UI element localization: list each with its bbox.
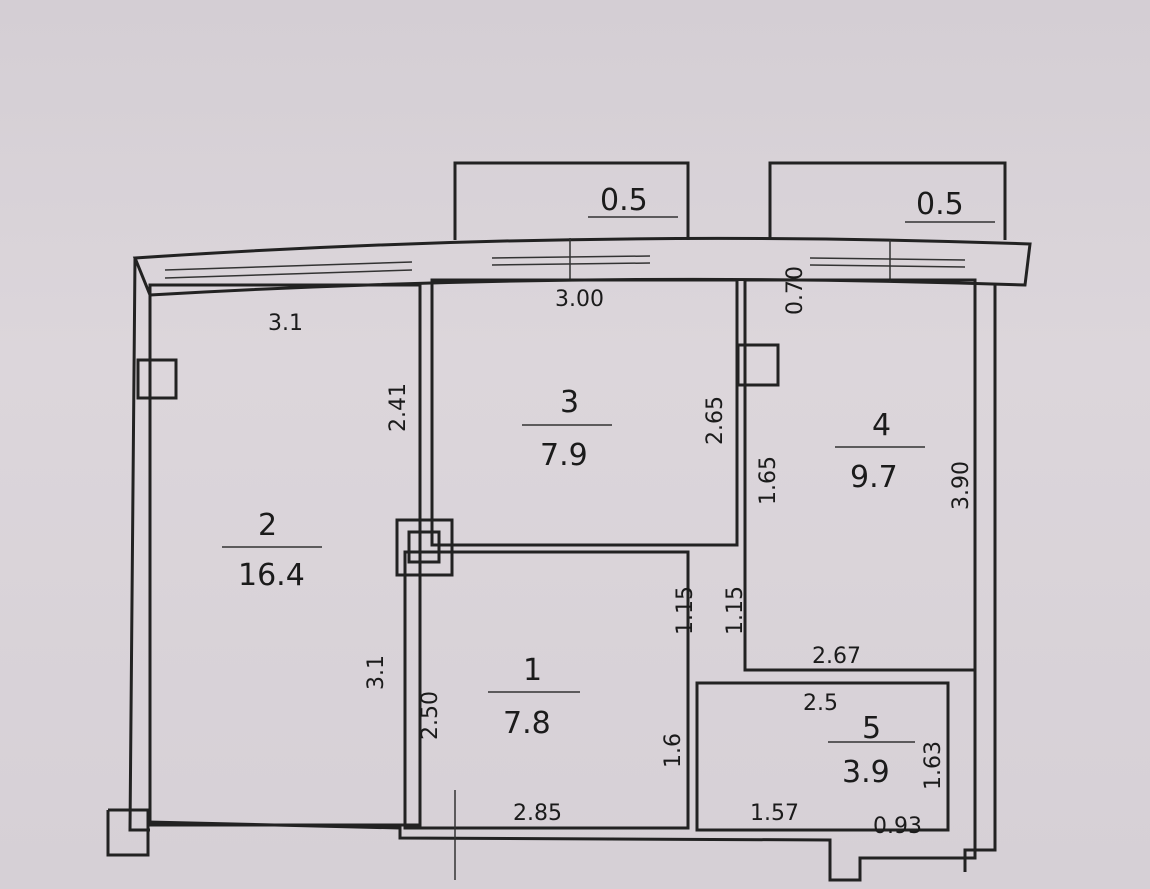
dimension-label: 2.65 — [703, 396, 728, 445]
dimension-label: 1.65 — [756, 456, 781, 505]
room-area: 7.8 — [503, 706, 551, 741]
room-5-label: 5 3.9 — [828, 711, 915, 790]
balcony-right: 0.5 — [768, 161, 1007, 240]
balcony-left: 0.5 — [453, 161, 690, 240]
balcony-area: 0.5 — [916, 187, 964, 222]
room-area: 9.7 — [850, 460, 898, 495]
dimension-label: 1.57 — [750, 801, 799, 826]
dimension-label: 1.15 — [723, 586, 748, 635]
dimension-label: 2.85 — [513, 801, 562, 826]
room-1-label: 1 7.8 — [488, 653, 580, 741]
room-area: 7.9 — [540, 438, 588, 473]
dimension-label: 0.93 — [873, 814, 922, 839]
dimension-label: 2.67 — [812, 644, 861, 669]
room-area: 3.9 — [842, 755, 890, 790]
dimension-label: 3.1 — [364, 655, 389, 690]
dimension-label: 3.90 — [949, 461, 974, 510]
dimension-label: 0.70 — [783, 266, 808, 315]
room-number: 3 — [560, 385, 579, 420]
dimension-label: 3.1 — [268, 311, 303, 336]
room-number: 1 — [523, 653, 542, 688]
dimension-label: 2.41 — [386, 383, 411, 432]
room-number: 4 — [872, 408, 891, 443]
dimension-label: 1.6 — [661, 733, 686, 768]
room-3-label: 3 7.9 — [522, 385, 612, 473]
dimension-label: 1.63 — [921, 741, 946, 790]
interior-walls — [148, 278, 977, 880]
dimension-label: 2.50 — [418, 691, 443, 740]
room-area: 16.4 — [238, 558, 305, 593]
dimension-label: 3.00 — [555, 287, 604, 312]
dimension-label: 2.5 — [803, 691, 838, 716]
room-2-label: 2 16.4 — [222, 508, 322, 593]
room-number: 5 — [862, 711, 881, 746]
balcony-area: 0.5 — [600, 183, 648, 218]
dimension-label: 1.15 — [673, 586, 698, 635]
dimensions: 3.1 2.41 3.1 3.00 2.65 0.70 1.65 3.90 2.… — [268, 266, 974, 839]
room-number: 2 — [258, 508, 277, 543]
room-4-label: 4 9.7 — [835, 408, 925, 495]
